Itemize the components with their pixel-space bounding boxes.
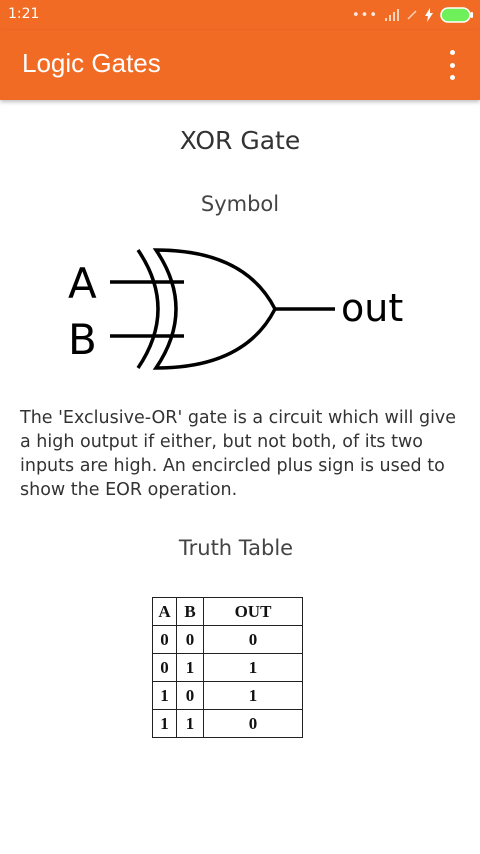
charging-bolt-icon	[425, 8, 433, 22]
cell-b: 0	[176, 625, 204, 654]
table-row: 0 0 0	[152, 625, 303, 654]
truth-table-heading: Truth Table	[178, 536, 294, 560]
header-a: A	[152, 597, 177, 626]
menu-dot	[449, 75, 455, 80]
header-out: OUT	[203, 597, 303, 626]
header-b: B	[176, 597, 204, 626]
overflow-menu-icon[interactable]	[440, 50, 464, 80]
signal-dots-icon: •••	[351, 7, 378, 23]
cell-out: 1	[203, 681, 303, 710]
status-icons: •••	[352, 5, 474, 25]
battery-icon	[440, 7, 473, 23]
table-row: 0 1 1	[152, 653, 303, 682]
menu-dot	[449, 50, 455, 55]
symbol-heading: Symbol	[200, 192, 280, 216]
output-label: out	[341, 286, 403, 330]
cell-a: 0	[152, 653, 177, 682]
status-bar: 1:21 •••	[0, 0, 480, 30]
app-title: Logic Gates	[22, 48, 161, 78]
xor-input-curve	[136, 249, 160, 369]
table-row: 1 0 1	[152, 681, 303, 710]
gate-title: XOR Gate	[179, 126, 301, 155]
xor-gate-symbol: A B out	[68, 248, 403, 370]
input-b-label: B	[68, 315, 97, 364]
truth-table-header-row: A B OUT	[152, 597, 303, 626]
cell-out: 0	[203, 709, 303, 738]
gate-description: The 'Exclusive-OR' gate is a circuit whi…	[20, 408, 457, 500]
cell-a: 0	[152, 625, 177, 654]
cell-out: 1	[203, 653, 303, 682]
cell-b: 1	[176, 653, 204, 682]
cell-a: 1	[152, 681, 177, 710]
gate-body	[152, 248, 277, 370]
input-a-label: A	[68, 259, 97, 308]
app-bar: Logic Gates	[0, 30, 480, 100]
menu-dot	[449, 62, 455, 68]
status-time: 1:21	[8, 6, 40, 22]
signal-strength-icon	[385, 9, 399, 21]
cell-b: 0	[176, 681, 204, 710]
table-row: 1 1 0	[152, 709, 303, 738]
cell-a: 1	[152, 709, 177, 738]
cell-b: 1	[176, 709, 204, 738]
wifi-off-icon	[407, 10, 417, 20]
cell-out: 0	[203, 625, 303, 654]
truth-table: A B OUT 0 0 0 0 1 1 1 0 1 1 1	[152, 597, 303, 738]
